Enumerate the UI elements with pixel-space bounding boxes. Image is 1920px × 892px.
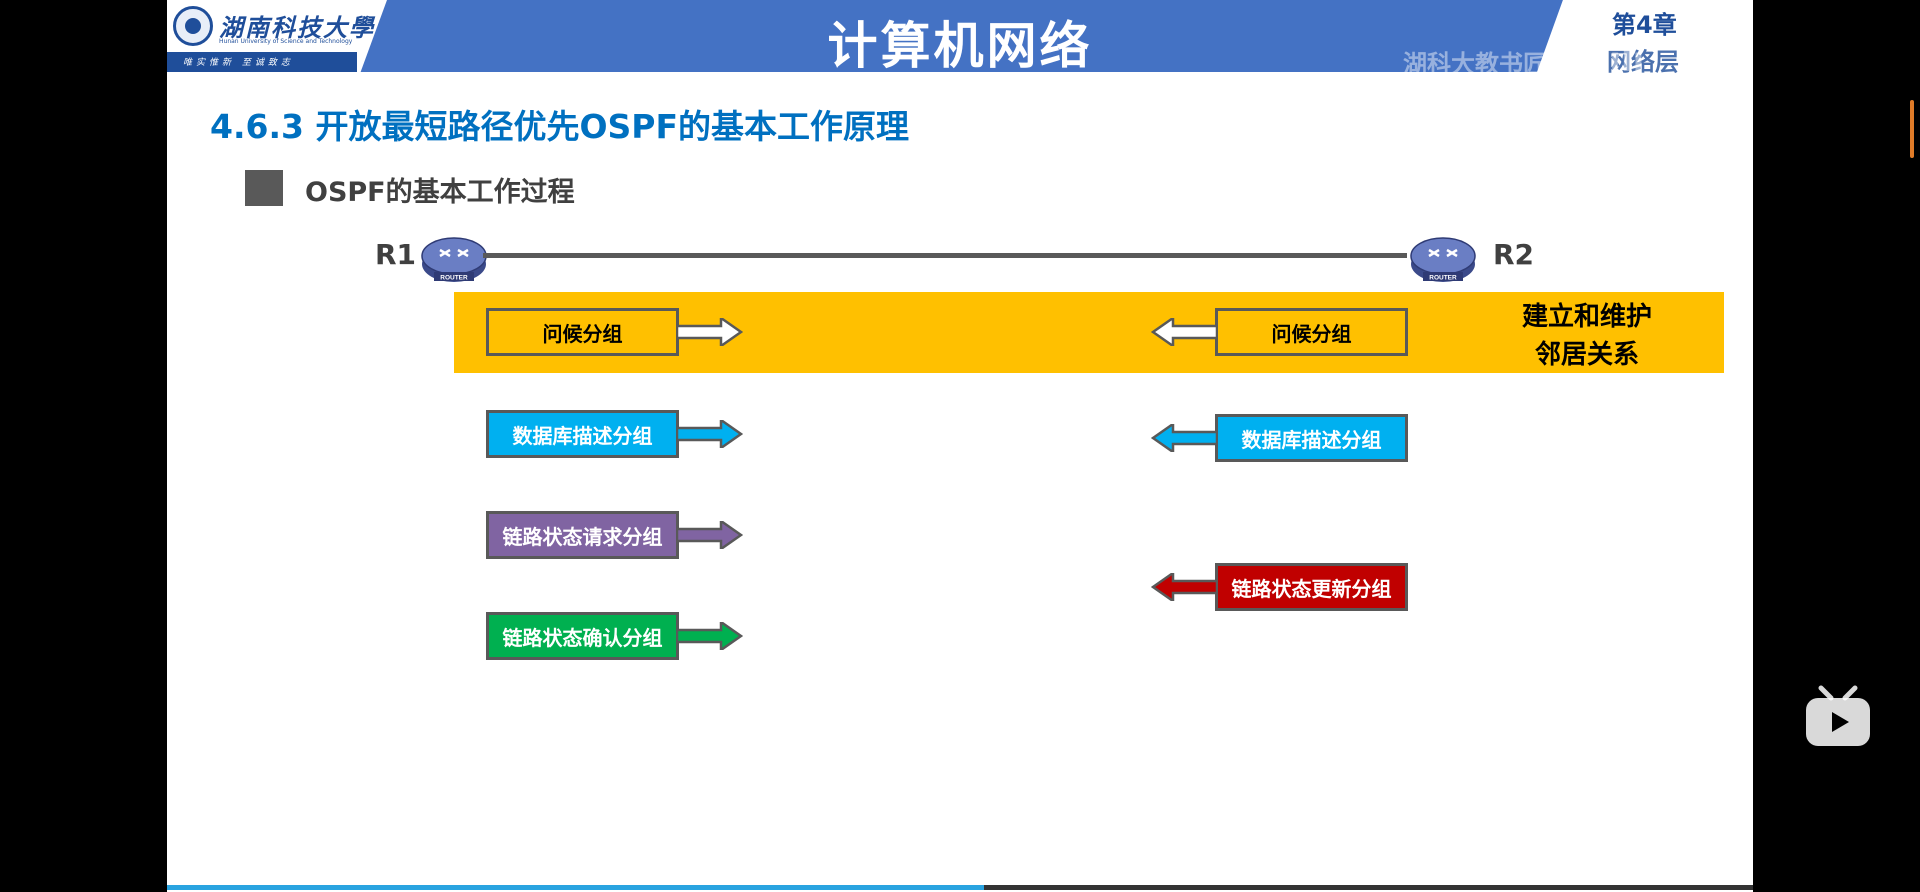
lecture-slide: 湖南科技大學 Hunan University of Science and T… (167, 0, 1753, 892)
video-progress-bar[interactable] (167, 885, 1753, 890)
bilibili-tv-icon[interactable] (1803, 684, 1873, 750)
university-name: 湖南科技大學 (219, 13, 375, 42)
neighbor-relation-label: 建立和维护 邻居关系 (1497, 298, 1677, 374)
neighbor-relation-label-line1: 建立和维护 (1521, 302, 1652, 332)
r1-packet-4: 链路状态确认分组 (486, 612, 679, 660)
router-r1-icon: ROUTER (421, 237, 487, 282)
r2-packet-2: 数据库描述分组 (1215, 414, 1408, 462)
arrow-right-icon (675, 417, 744, 451)
r1-packet-2: 数据库描述分组 (486, 410, 679, 458)
university-motto: 唯实惟新 至诚致志 (183, 58, 294, 68)
section-title: 4.6.3 开放最短路径优先OSPF的基本工作原理 (210, 107, 909, 146)
arrow-right-icon (675, 315, 744, 349)
arrow-left-icon (1150, 421, 1219, 455)
arrow-left-icon (1150, 315, 1219, 349)
r2-packet-1: 问候分组 (1215, 308, 1408, 356)
chapter-name: 网络层 (1607, 48, 1679, 76)
bilibili-watermark: bili (1585, 40, 1645, 80)
arrow-left-icon (1150, 570, 1219, 604)
r1-packet-3: 链路状态请求分组 (486, 511, 679, 559)
channel-watermark: 湖科大教书匠 (1403, 50, 1547, 78)
slide-header: 湖南科技大學 Hunan University of Science and T… (167, 0, 1753, 80)
logo-motto-strip (167, 52, 357, 72)
chapter-box (1537, 0, 1753, 72)
bullet-square-icon (245, 170, 283, 206)
course-title: 计算机网络 (827, 17, 1093, 75)
scroll-indicator-icon[interactable] (1910, 100, 1914, 158)
router-r2-caption: ROUTER (1429, 275, 1457, 282)
router-r2-icon: ROUTER (1410, 237, 1476, 282)
arrow-right-icon (675, 619, 744, 653)
university-emblem-icon (173, 6, 213, 46)
r1-r2-link (483, 253, 1407, 258)
university-english-name: Hunan University of Science and Technolo… (219, 38, 353, 45)
video-progress-fill (167, 885, 984, 890)
arrow-right-icon (675, 518, 744, 552)
router-r1-label: R1 (375, 238, 417, 271)
neighbor-relation-label-line2: 邻居关系 (1534, 340, 1639, 370)
university-logo: 湖南科技大學 Hunan University of Science and T… (167, 0, 387, 72)
r1-packet-1: 问候分组 (486, 308, 679, 356)
slide-subtitle: OSPF的基本工作过程 (305, 177, 575, 208)
chapter-number: 第4章 (1612, 11, 1677, 39)
router-r2-label: R2 (1493, 238, 1535, 271)
router-r1-caption: ROUTER (440, 275, 468, 282)
r2-packet-3: 链路状态更新分组 (1215, 563, 1408, 611)
